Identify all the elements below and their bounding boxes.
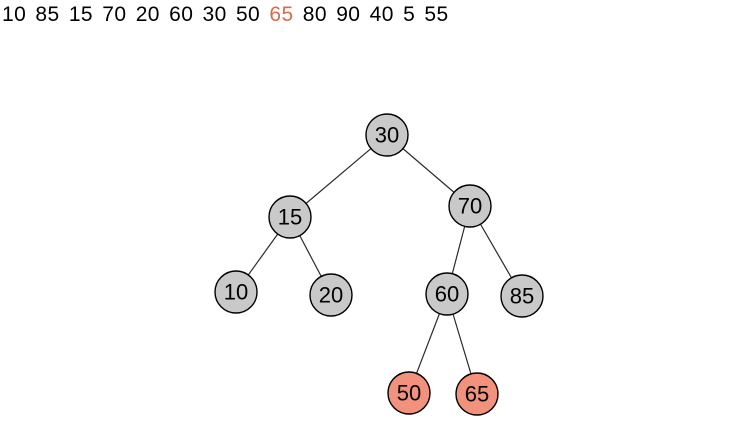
tree-node-circle <box>500 274 544 318</box>
sequence-number: 5 <box>403 3 416 26</box>
tree-node-label: 85 <box>510 284 534 309</box>
number-sequence: 10 85 15 70 20 60 30 50 65 80 90 40 5 55 <box>2 2 449 28</box>
tree-node-circle <box>365 113 409 157</box>
tree-node-65: 65 <box>455 372 499 416</box>
tree-node-label: 20 <box>319 283 343 308</box>
tree-node-50: 50 <box>387 371 431 415</box>
tree-node-15: 15 <box>268 195 312 239</box>
tree-node-circle-highlighted <box>455 372 499 416</box>
sequence-number: 90 <box>336 3 361 26</box>
sequence-number: 55 <box>424 3 449 26</box>
tree-node-85: 85 <box>500 274 544 318</box>
sequence-number: 10 <box>2 3 27 26</box>
tree-node-label: 10 <box>224 280 248 305</box>
sequence-number: 40 <box>369 3 394 26</box>
tree-node-30: 30 <box>365 113 409 157</box>
tree-node-circle <box>448 184 492 228</box>
tree-node-10: 10 <box>214 270 258 314</box>
tree-node-70: 70 <box>448 184 492 228</box>
tree-node-circle-highlighted <box>387 371 431 415</box>
tree-node-circle <box>425 272 469 316</box>
sequence-number: 70 <box>102 3 127 26</box>
sequence-number: 80 <box>302 3 327 26</box>
sequence-number-highlighted: 65 <box>269 3 294 26</box>
sequence-number: 85 <box>35 3 60 26</box>
sequence-number: 60 <box>169 3 194 26</box>
tree-node-label: 60 <box>435 282 459 307</box>
tree-node-60: 60 <box>425 272 469 316</box>
tree-node-circle <box>268 195 312 239</box>
sequence-number: 50 <box>235 3 261 26</box>
tree-node-circle <box>214 270 258 314</box>
tree-node-label: 30 <box>375 123 399 148</box>
tree-node-label: 15 <box>278 205 302 230</box>
sequence-number: 15 <box>68 3 94 26</box>
tree-node-label: 70 <box>458 194 482 219</box>
tree-node-20: 20 <box>309 273 353 317</box>
sequence-number: 30 <box>202 3 227 26</box>
tree-node-label: 65 <box>465 382 489 407</box>
tree-node-circle <box>309 273 353 317</box>
tree-node-label: 50 <box>397 381 421 406</box>
sequence-number: 20 <box>135 3 160 26</box>
